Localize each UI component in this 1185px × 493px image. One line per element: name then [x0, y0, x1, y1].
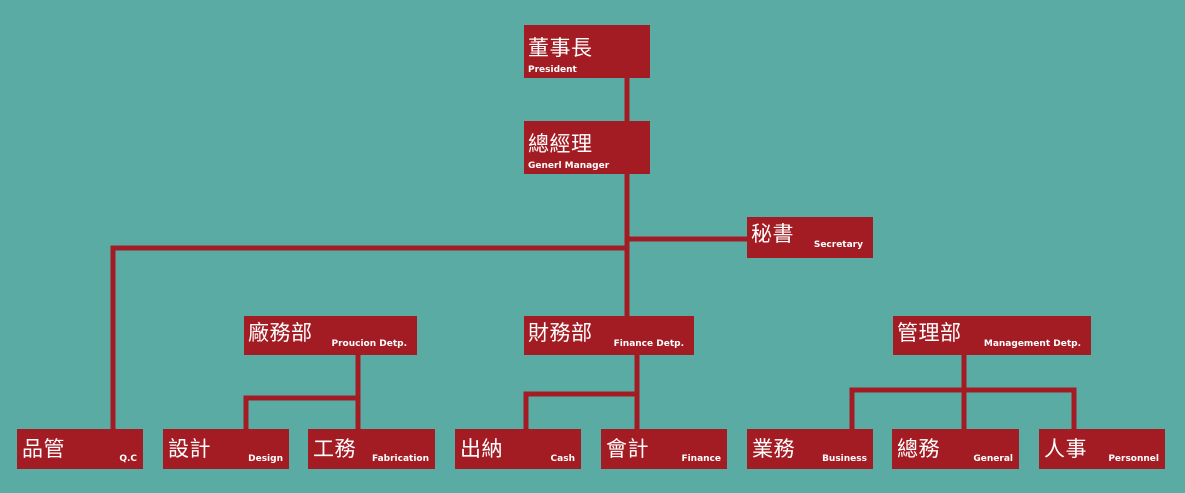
node-design: 設計 Design: [163, 429, 289, 469]
node-general-affairs-title: 總務: [897, 437, 940, 461]
node-cash-title: 出納: [460, 437, 503, 461]
node-personnel-subtitle: Personnel: [1108, 454, 1159, 464]
node-finance-dept-subtitle: Finance Detp.: [613, 339, 684, 349]
node-accounting-title: 會計: [606, 437, 649, 461]
node-general-manager-title: 總經理: [528, 132, 593, 156]
node-production-dept-subtitle: Proucion Detp.: [331, 339, 407, 349]
node-design-subtitle: Design: [248, 454, 283, 464]
node-president-subtitle: President: [528, 65, 577, 75]
node-cash-subtitle: Cash: [550, 454, 575, 464]
node-accounting-subtitle: Finance: [681, 454, 721, 464]
connector-production-design: [243, 395, 361, 433]
node-qc: 品管 Q.C: [17, 429, 143, 469]
node-fabrication: 工務 Fabrication: [308, 429, 435, 469]
node-secretary: 秘書 Secretary: [747, 217, 873, 258]
node-personnel: 人事 Personnel: [1039, 429, 1165, 469]
connector-management-business-personnel: [849, 387, 1077, 433]
node-fabrication-subtitle: Fabrication: [371, 454, 429, 464]
node-finance-dept-title: 財務部: [528, 321, 593, 345]
node-fabrication-title: 工務: [313, 437, 356, 461]
node-qc-subtitle: Q.C: [119, 454, 137, 464]
node-general-affairs-subtitle: General: [973, 454, 1013, 464]
node-management-dept-subtitle: Management Detp.: [983, 339, 1081, 349]
node-finance-dept: 財務部 Finance Detp.: [524, 316, 694, 355]
node-management-dept: 管理部 Management Detp.: [893, 316, 1091, 355]
node-accounting: 會計 Finance: [601, 429, 727, 469]
node-business-title: 業務: [752, 437, 795, 461]
node-qc-title: 品管: [22, 437, 65, 461]
node-general-affairs: 總務 General: [892, 429, 1019, 469]
node-production-dept: 廠務部 Proucion Detp.: [244, 316, 417, 355]
node-general-manager-subtitle: Generl Manager: [528, 161, 610, 171]
node-president-title: 董事長: [528, 36, 593, 60]
connector-gm-qc: [110, 245, 630, 433]
node-production-dept-title: 廠務部: [248, 321, 313, 345]
node-secretary-subtitle: Secretary: [813, 240, 863, 250]
node-cash: 出納 Cash: [455, 429, 581, 469]
node-personnel-title: 人事: [1044, 437, 1087, 461]
node-president: 董事長 President: [524, 25, 650, 78]
connector-finance-cash: [523, 391, 640, 433]
node-design-title: 設計: [168, 437, 211, 461]
node-secretary-title: 秘書: [751, 222, 794, 246]
node-general-manager: 總經理 Generl Manager: [524, 121, 650, 174]
node-business: 業務 Business: [747, 429, 873, 469]
node-business-subtitle: Business: [822, 454, 867, 464]
node-management-dept-title: 管理部: [897, 321, 962, 345]
